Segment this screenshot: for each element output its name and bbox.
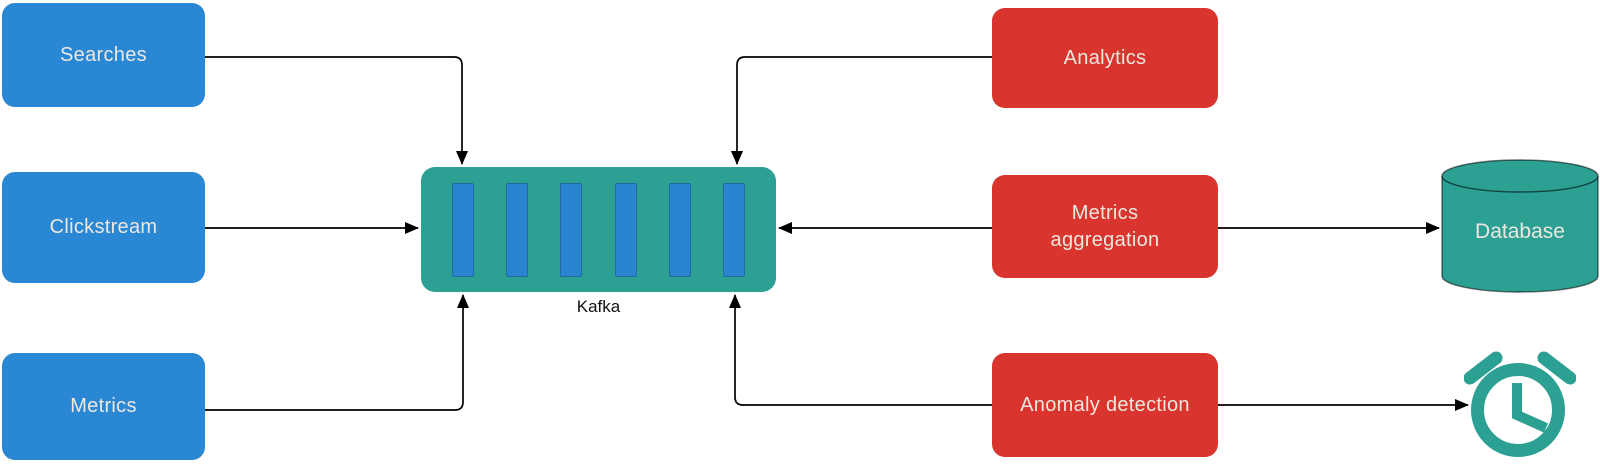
node-clickstream-label: Clickstream	[49, 216, 158, 238]
kafka-partition-bar	[668, 182, 691, 277]
node-anomaly-detection: Anomaly detection	[992, 353, 1218, 457]
edge-analytics-kafka	[731, 56, 992, 165]
node-database-label: Database	[1475, 220, 1565, 243]
node-searches: Searches	[2, 3, 205, 107]
alarm-bell-left	[1464, 351, 1503, 385]
node-database: Database	[1441, 159, 1599, 293]
clock-hands	[1512, 383, 1549, 433]
alarm-bell-right	[1537, 351, 1576, 385]
node-clickstream: Clickstream	[2, 172, 205, 283]
edge-searches-kafka	[205, 56, 468, 165]
node-metrics-aggregation-label: Metrics aggregation	[1050, 201, 1160, 251]
node-searches-label: Searches	[60, 43, 147, 66]
node-analytics: Analytics	[992, 8, 1218, 108]
node-metrics-aggregation: Metrics aggregation	[992, 175, 1218, 278]
node-anomaly-detection-label: Anomaly detection	[1020, 393, 1190, 416]
kafka-partition-bar	[614, 182, 637, 277]
node-analytics-label: Analytics	[1063, 46, 1147, 69]
kafka-partition-bar	[452, 182, 474, 277]
edge-anomaly-detection-kafka	[729, 294, 992, 406]
kafka-partition-bar	[506, 182, 529, 277]
kafka-partition-bar	[560, 182, 583, 277]
node-kafka-label: Kafka	[576, 297, 621, 316]
node-kafka	[421, 167, 776, 292]
edge-metrics-kafka	[205, 294, 469, 411]
node-metrics-label: Metrics	[70, 395, 137, 417]
database-cylinder-icon	[1441, 159, 1599, 293]
kafka-partition-bar	[722, 182, 745, 277]
clock-ring	[1471, 363, 1565, 457]
alarm-clock-icon	[1464, 351, 1576, 457]
node-metrics: Metrics	[2, 353, 205, 460]
